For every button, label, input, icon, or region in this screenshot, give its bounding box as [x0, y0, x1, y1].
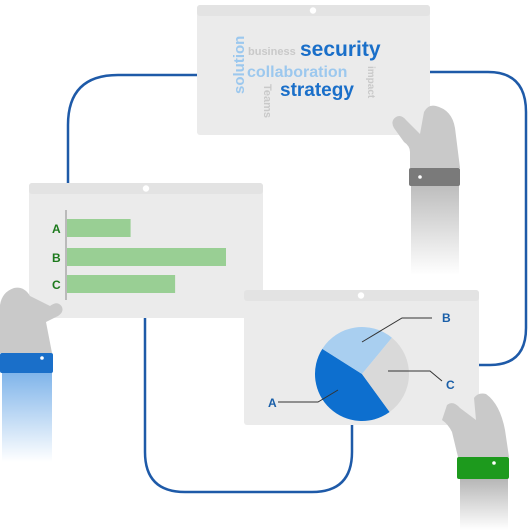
- word-solution: solution: [231, 36, 248, 94]
- bar-b: [67, 248, 226, 266]
- hand-bottom-right: [442, 393, 509, 530]
- pie-label-a: A: [268, 396, 277, 410]
- cuff: [0, 353, 53, 373]
- bar-c: [67, 275, 176, 293]
- word-cloud: security collaboration strategy solution…: [231, 36, 381, 118]
- pie-chart: A B C: [268, 311, 455, 422]
- sleeve: [411, 185, 459, 275]
- bar-chart: A BC: [52, 219, 226, 293]
- sleeve: [460, 478, 508, 530]
- word-strategy: strategy: [280, 80, 354, 101]
- word-business: business: [248, 46, 296, 58]
- hand-left: [0, 287, 63, 462]
- bar-label-b: B: [52, 251, 61, 265]
- cuff-button: [492, 461, 496, 465]
- pie-chart-card: A B C: [244, 290, 479, 425]
- cuff-button: [418, 175, 422, 179]
- pie-slice-b: [322, 327, 392, 374]
- word-collaboration: collaboration: [247, 64, 347, 81]
- hand: [442, 393, 509, 457]
- bar-chart-card: A BC: [29, 183, 263, 318]
- pie-slice-c: [362, 337, 409, 413]
- word-security: security: [300, 38, 381, 61]
- cuff-button: [40, 356, 44, 360]
- card-header-logo: [357, 292, 365, 299]
- card-header-logo: [142, 185, 150, 192]
- cuff: [409, 168, 460, 186]
- bar-a: [67, 219, 131, 237]
- sleeve: [2, 372, 52, 462]
- pie-leader-c: [388, 370, 443, 382]
- word-impact: impact: [365, 66, 376, 99]
- pie-leader-b: [361, 317, 432, 343]
- connector-loop: [66, 70, 528, 494]
- hand: [0, 287, 63, 353]
- cuff: [457, 457, 509, 479]
- bar-label-a: A: [52, 222, 61, 236]
- word-cloud-card: security collaboration strategy solution…: [197, 5, 430, 135]
- pie-leader-a: [278, 389, 339, 403]
- card-body: [197, 5, 430, 135]
- word-teams: Teams: [261, 84, 273, 118]
- pie-label-c: C: [446, 378, 455, 392]
- hand: [392, 105, 460, 168]
- hand-top-right: [392, 105, 460, 275]
- pie-label-b: B: [442, 311, 451, 325]
- card-header-logo: [309, 7, 317, 14]
- bar-label-c: C: [52, 278, 61, 292]
- pie-slice-a: [314, 348, 390, 422]
